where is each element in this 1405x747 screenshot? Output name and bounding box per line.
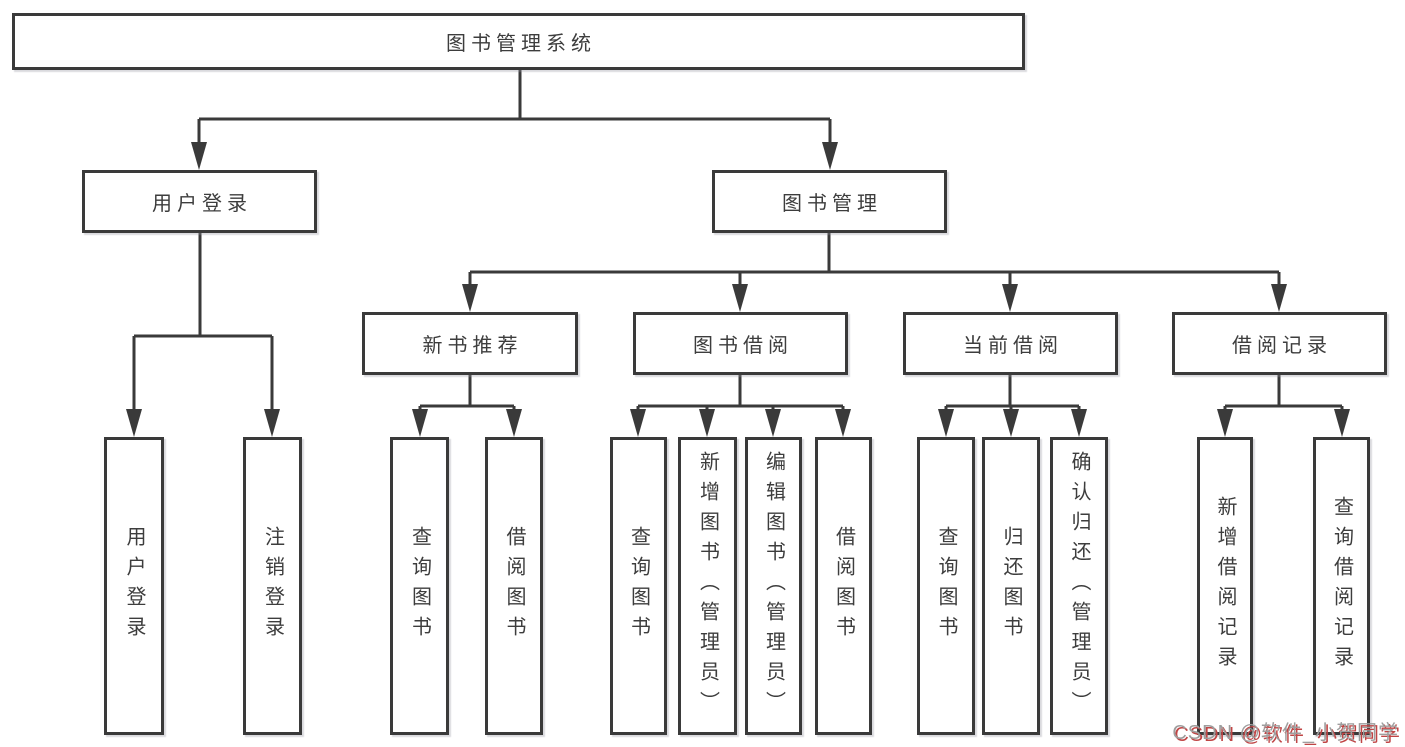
arrowhead [732, 284, 748, 312]
node-label: 借阅记录 [1232, 335, 1332, 357]
arrowhead [822, 142, 838, 170]
node-book-management: 图书管理 [712, 170, 947, 233]
leaf-add-borrow-record: 新增借阅记录 [1197, 437, 1253, 735]
csdn-watermark: CSDN @软件_小贺同学 [1172, 722, 1399, 744]
arrowheads [126, 142, 1350, 437]
node-label: 新增图书（管理员） [696, 451, 719, 721]
node-label: 用户登录 [123, 526, 145, 646]
arrowhead [765, 409, 781, 437]
leaf-add-book-admin: 新增图书（管理员） [678, 437, 737, 735]
arrowhead [412, 409, 428, 437]
arrowhead [1271, 284, 1287, 312]
leaf-query-books: 查询图书 [610, 437, 667, 735]
node-label: 查询图书 [935, 526, 957, 646]
arrowhead [938, 409, 954, 437]
arrowhead [835, 409, 851, 437]
leaf-borrow-books: 借阅图书 [485, 437, 543, 735]
arrowhead [630, 409, 646, 437]
leaf-edit-book-admin: 编辑图书（管理员） [745, 437, 802, 735]
node-label: 借阅图书 [503, 526, 525, 646]
node-user-login: 用户登录 [82, 170, 317, 233]
leaf-logout: 注销登录 [243, 437, 302, 735]
node-library-system: 图书管理系统 [12, 13, 1025, 70]
arrowhead [1002, 284, 1018, 312]
leaf-query-books: 查询图书 [390, 437, 449, 735]
node-label: 查询借阅记录 [1330, 496, 1353, 676]
node-label: 当前借阅 [963, 335, 1063, 357]
node-label: 新书推荐 [422, 335, 523, 357]
leaf-borrow-books: 借阅图书 [815, 437, 872, 735]
node-label: 编辑图书（管理员） [762, 451, 785, 721]
node-label: 图书借阅 [693, 335, 793, 357]
node-label: 图书管理 [782, 193, 882, 215]
node-label: 查询图书 [627, 526, 650, 646]
node-label: 图书管理系统 [446, 33, 596, 55]
node-book-borrow: 图书借阅 [633, 312, 848, 375]
arrowhead [1217, 409, 1233, 437]
node-borrow-records: 借阅记录 [1172, 312, 1387, 375]
node-label: 查询图书 [408, 526, 431, 646]
node-new-book-recommend: 新书推荐 [362, 312, 578, 375]
arrowhead [506, 409, 522, 437]
arrowhead [462, 284, 478, 312]
node-label: 确认归还（管理员） [1068, 451, 1090, 721]
node-label: 借阅图书 [832, 526, 855, 646]
connector-edges [132, 70, 1344, 411]
node-current-borrow: 当前借阅 [903, 312, 1118, 375]
node-label: 注销登录 [261, 526, 284, 646]
leaf-query-borrow-record: 查询借阅记录 [1313, 437, 1370, 735]
leaf-confirm-return-admin: 确认归还（管理员） [1050, 437, 1108, 735]
arrowhead [1003, 409, 1019, 437]
node-label: 新增借阅记录 [1214, 496, 1236, 676]
node-label: 用户登录 [152, 193, 252, 215]
arrowhead [126, 409, 142, 437]
arrowhead [1071, 409, 1087, 437]
arrowhead [191, 142, 207, 170]
leaf-user-login: 用户登录 [104, 437, 164, 735]
arrowhead [1334, 409, 1350, 437]
arrowhead [264, 409, 280, 437]
leaf-return-books: 归还图书 [982, 437, 1040, 735]
arrowhead [699, 409, 715, 437]
node-label: 归还图书 [1000, 526, 1022, 646]
leaf-query-books: 查询图书 [917, 437, 975, 735]
